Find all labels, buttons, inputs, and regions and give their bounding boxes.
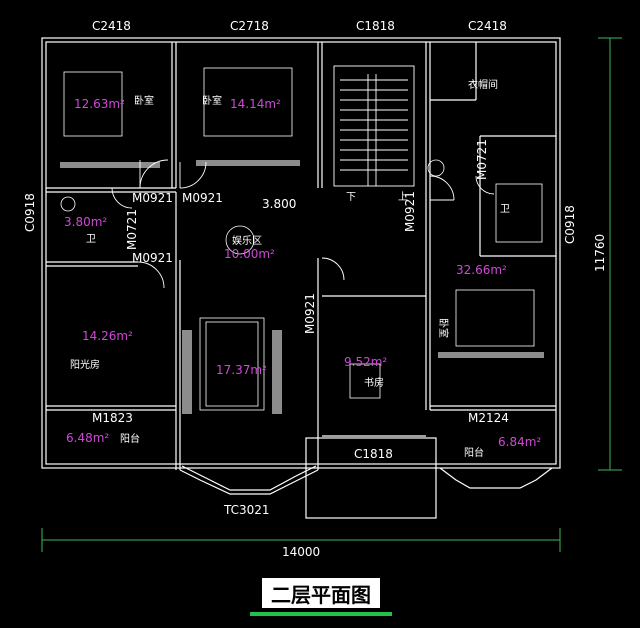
dimension-height-label: 11760: [593, 234, 607, 272]
window-label-c0918-right: C0918: [563, 205, 577, 244]
window-label-c0918-left: C0918: [23, 193, 37, 232]
title-underline: [250, 612, 392, 616]
door-label-m0921-3: M0921: [132, 251, 173, 265]
stair-down-label: 下: [346, 192, 356, 203]
room-name-bedroom-2: 卧室: [202, 94, 222, 107]
room-name-balcony-left: 阳台: [120, 432, 140, 445]
stair-up-label: 上: [398, 191, 408, 203]
area-sunroom: 14.26m²: [82, 329, 133, 343]
area-balcony-right: 6.84m²: [498, 435, 541, 449]
outer-wall: [41, 37, 561, 469]
area-bedroom-2: 14.14m²: [230, 97, 281, 111]
room-name-bedroom-3: 卧室: [437, 318, 450, 338]
dimension-width-label: 14000: [282, 545, 320, 559]
window-label-c2718: C2718: [230, 19, 269, 33]
room-name-bedroom-1: 卧室: [134, 94, 154, 107]
area-bedroom-3: 32.66m²: [456, 263, 507, 277]
area-bedroom-1: 12.63m²: [74, 97, 125, 111]
door-label-m0721-1: M0721: [125, 209, 139, 250]
room-name-sunroom: 阳光房: [70, 358, 100, 371]
window-label-tc3021: TC3021: [223, 503, 270, 517]
room-name-study: 书房: [364, 376, 384, 389]
room-name-balcony-right: 阳台: [464, 446, 484, 459]
window-label-c2418-left: C2418: [92, 19, 131, 33]
dimension-lines: [41, 37, 622, 552]
door-swings: [111, 159, 495, 289]
door-label-m0721-2: M0721: [475, 139, 489, 180]
elevation-label: 3.800: [262, 197, 296, 211]
window-label-c2418-right: C2418: [468, 19, 507, 33]
plan-title-box: 二层平面图: [262, 578, 380, 608]
room-name-closet: 衣帽间: [468, 78, 498, 91]
furniture: [60, 67, 543, 411]
staircase: [333, 65, 415, 187]
window-label-c1818-bottom: C1818: [354, 447, 393, 461]
room-name-entertainment: 娱乐区: [232, 234, 262, 247]
door-label-m0921-2: M0921: [182, 191, 223, 205]
area-living: 17.37m²: [216, 363, 267, 377]
door-label-m0921-1: M0921: [132, 191, 173, 205]
window-label-c1818-top: C1818: [356, 19, 395, 33]
room-name-bath-right: 卫: [500, 204, 510, 215]
area-balcony-left: 6.48m²: [66, 431, 109, 445]
walls: [41, 37, 561, 519]
door-label-m0921-5: M0921: [403, 191, 417, 232]
area-bath-left: 3.80m²: [64, 215, 107, 229]
area-entertainment: 10.00m²: [224, 247, 275, 261]
door-label-m2124: M2124: [468, 411, 509, 425]
door-label-m0921-4: M0921: [303, 293, 317, 334]
door-label-m1823: M1823: [92, 411, 133, 425]
furniture-shading: [60, 160, 544, 414]
area-study: 9.52m²: [344, 355, 387, 369]
plan-title: 二层平面图: [271, 582, 371, 607]
room-name-bath-left: 卫: [86, 234, 96, 245]
